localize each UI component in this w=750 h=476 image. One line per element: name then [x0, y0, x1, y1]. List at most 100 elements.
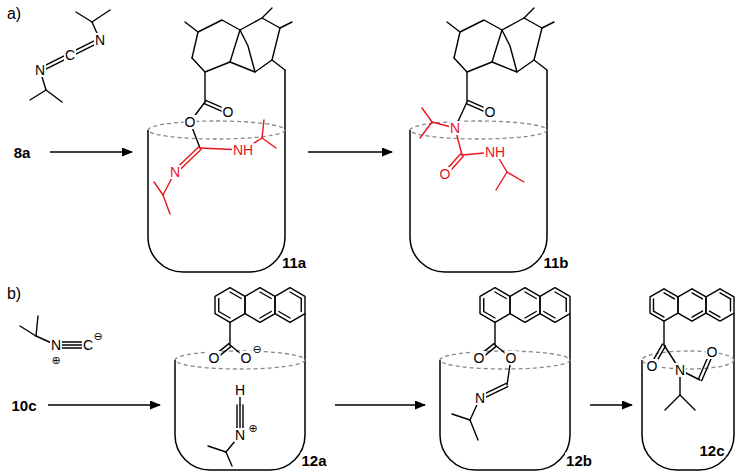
anthracene-ring — [260, 311, 271, 317]
anthracene-ring — [525, 311, 536, 317]
anthracene-ring — [650, 289, 678, 321]
anthracene-ring — [245, 288, 275, 323]
bond-line — [20, 326, 36, 336]
atom-label: O — [505, 351, 518, 365]
compound-number: 8a — [13, 145, 32, 160]
anthracene-ring — [275, 288, 305, 323]
bond-line — [154, 182, 163, 195]
bond-line — [422, 108, 432, 122]
bond-line — [420, 122, 432, 138]
atom-label: O — [208, 351, 221, 365]
bond-line — [665, 395, 680, 410]
scaffold-line — [447, 22, 460, 32]
reaction-arrow — [48, 404, 160, 406]
anthracene-ring — [654, 311, 665, 317]
anthracene-ring — [525, 292, 536, 298]
atom-label: N — [50, 338, 62, 352]
anthracene-ring — [301, 299, 302, 312]
scaffold-line — [524, 8, 534, 18]
scaffold-line — [454, 20, 502, 62]
atom-label: NH — [484, 145, 506, 159]
compound-number: 12a — [300, 453, 327, 468]
bond-line — [204, 72, 205, 102]
bond-line — [30, 90, 46, 100]
atom-label: NH — [232, 143, 254, 157]
atom-label: N — [169, 165, 181, 179]
anthracene-ring — [730, 299, 731, 311]
anthracene-ring — [692, 311, 703, 317]
cavitand-outline — [440, 314, 570, 470]
scaffold-line — [185, 22, 198, 32]
reaction-arrow — [590, 404, 632, 406]
anthracene-ring — [692, 293, 703, 299]
scaffold-line — [192, 58, 285, 72]
bond-line — [452, 414, 470, 420]
bond-line — [466, 72, 467, 102]
reaction-arrow — [335, 404, 425, 406]
bond-line — [262, 138, 276, 148]
scaffold-line — [262, 8, 272, 18]
compound-number: 10c — [10, 398, 37, 413]
bond-line — [226, 452, 232, 466]
anthracene-ring — [540, 288, 570, 323]
cavity-rim — [148, 121, 285, 139]
panel-label: b) — [6, 286, 22, 302]
anthracene-ring — [279, 311, 290, 317]
reaction-arrow — [50, 151, 132, 153]
panel-label: a) — [6, 6, 22, 22]
anthracene-ring — [664, 293, 675, 299]
compound-number: 12c — [698, 443, 725, 458]
atom-label: O — [473, 351, 486, 365]
anthracene-ring — [566, 299, 567, 312]
atom-label: O — [484, 105, 497, 119]
atom-label: H — [234, 383, 246, 397]
anthracene-ring — [720, 293, 731, 299]
atom-label: C — [64, 48, 76, 62]
bond-line — [496, 172, 507, 190]
compound-number: 11b — [542, 255, 569, 270]
scaffold-line — [454, 58, 547, 72]
anthracene-ring — [510, 288, 540, 323]
scaffold-line — [502, 30, 517, 72]
scaffold-line — [542, 22, 554, 28]
atom-label: N — [234, 428, 246, 442]
bond-line — [494, 322, 495, 345]
atom-label: O — [706, 345, 719, 359]
anthracene-ring — [706, 289, 734, 321]
bond-line — [680, 395, 695, 410]
charge-symbol: ⊖ — [251, 344, 262, 355]
atom-label: N — [34, 63, 46, 77]
atom-label: O — [184, 115, 197, 129]
atom-label: O — [646, 359, 659, 373]
scaffold-line — [240, 30, 255, 72]
charge-symbol: ⊕ — [247, 423, 258, 434]
anthracene-ring — [495, 292, 506, 298]
anthracene-ring — [483, 299, 484, 312]
atom-label: N — [474, 391, 486, 405]
charge-symbol: ⊖ — [92, 331, 103, 342]
anthracene-ring — [219, 311, 230, 317]
anthracene-ring — [215, 288, 245, 323]
cavitand-outline — [148, 70, 285, 272]
anthracene-ring — [555, 292, 566, 298]
anthracene-ring — [484, 311, 495, 317]
scaffold-line — [502, 18, 542, 60]
bond-line — [46, 90, 62, 102]
bond-line — [163, 195, 170, 214]
cavity-rim — [175, 351, 305, 369]
charge-symbol: ⊕ — [50, 355, 61, 366]
scaffold-line — [240, 18, 280, 60]
bond-line — [92, 10, 110, 22]
bond-line — [229, 322, 230, 345]
atom-label: O — [439, 167, 452, 181]
anthracene-ring — [710, 311, 721, 317]
scaffold-line — [280, 22, 292, 28]
atom-label: O — [222, 105, 235, 119]
cavitand-outline — [410, 70, 547, 272]
atom-label: N — [674, 363, 686, 377]
reaction-arrow — [308, 151, 392, 153]
anthracene-ring — [544, 311, 555, 317]
scaffold-line — [192, 20, 240, 62]
bond-line — [76, 12, 92, 22]
